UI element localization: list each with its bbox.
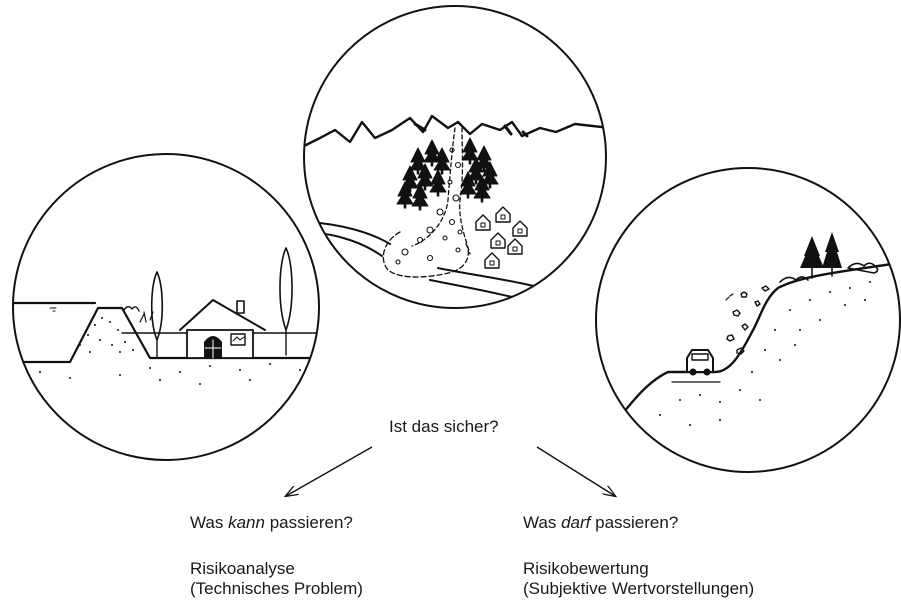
rockfall-road-car-icon: [595, 167, 901, 473]
left-note: (Technisches Problem): [190, 579, 363, 598]
mountain-landslide-village-icon: [303, 5, 607, 309]
left-question: Was kann passieren?: [190, 513, 353, 532]
question-label: Ist das sicher?: [389, 417, 499, 436]
right-result: Risikobewertung (Subjektive Wertvorstell…: [523, 559, 754, 599]
flood-levee-house-icon: [12, 153, 320, 461]
right-question-emphasis: darf: [561, 513, 591, 532]
right-note: (Subjektive Wertvorstellungen): [523, 579, 755, 598]
right-term: Risikobewertung: [523, 559, 649, 578]
left-term: Risikoanalyse: [190, 559, 295, 578]
left-result: Risikoanalyse (Technisches Problem): [190, 559, 363, 599]
left-branch: Was kann passieren?: [190, 513, 353, 533]
left-question-emphasis: kann: [228, 513, 265, 532]
right-branch: Was darf passieren?: [523, 513, 678, 533]
arrow-right: [536, 446, 615, 496]
arrow-left: [286, 446, 373, 496]
right-question: Was darf passieren?: [523, 513, 679, 532]
